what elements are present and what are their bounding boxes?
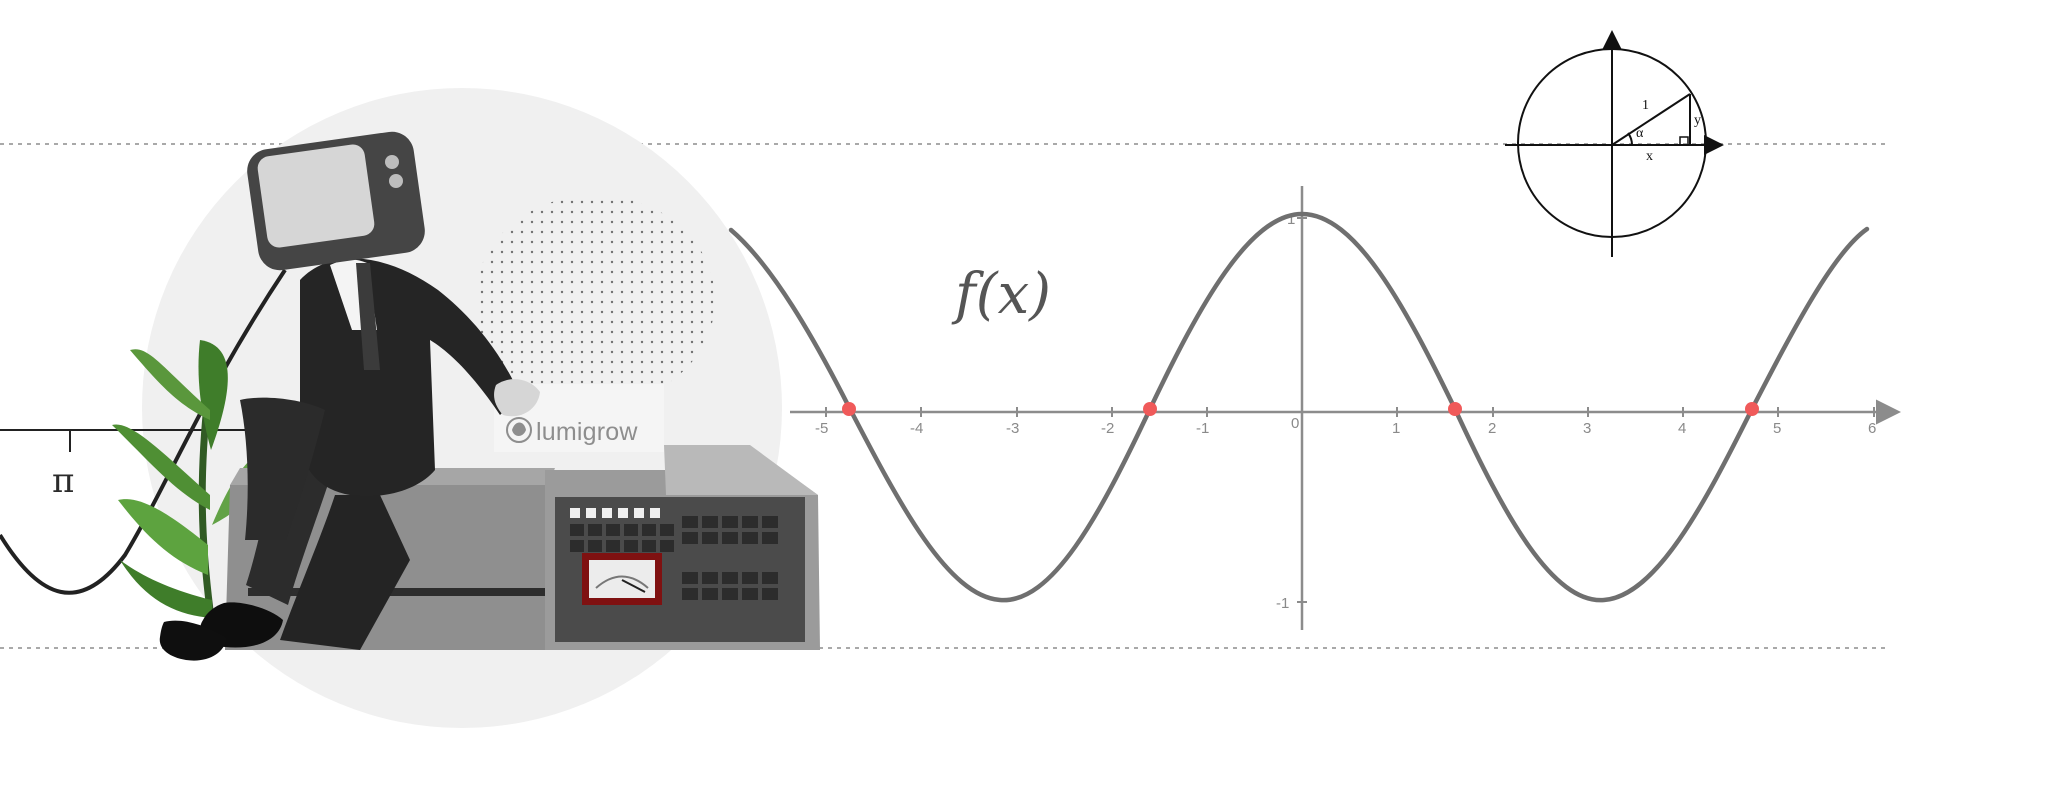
- pi-label: π: [52, 461, 74, 501]
- unit-circle-radius-label: 1: [1642, 98, 1649, 113]
- x-tick-label-minus-4: -4: [910, 420, 923, 437]
- retro-tv-icon: [247, 131, 425, 271]
- zero-point-4: [1745, 402, 1759, 416]
- x-tick-label-minus-2: -2: [1101, 420, 1114, 437]
- unit-circle-angle-label: α: [1636, 126, 1644, 141]
- zero-point-3: [1448, 402, 1462, 416]
- x-tick-label-minus-1: -1: [1196, 420, 1209, 437]
- x-tick-label-3: 3: [1583, 420, 1591, 437]
- x-ticks: [825, 407, 1875, 417]
- x-tick-label-minus-3: -3: [1006, 420, 1019, 437]
- x-tick-label-6: 6: [1868, 420, 1876, 437]
- zero-point-1: [842, 402, 856, 416]
- x-tick-label-1: 1: [1392, 420, 1400, 437]
- panel-buttons: [570, 508, 778, 600]
- x-tick-label-2: 2: [1488, 420, 1496, 437]
- x-tick-label-4: 4: [1678, 420, 1686, 437]
- dot-texture: [475, 195, 715, 405]
- x-tick-label-0: 0: [1291, 415, 1299, 432]
- unit-circle-right-angle: [1679, 136, 1689, 146]
- unit-circle-radius: [1611, 93, 1691, 146]
- left-cosine-wave: [0, 268, 287, 595]
- x-tick-label-minus-5: -5: [815, 420, 828, 437]
- unit-circle-angle-arc: [1627, 132, 1633, 146]
- cosine-graph: -5 -4 -3 -2 -1 0 1 2 3 4 5 6 1 -1: [728, 186, 1901, 630]
- x-tick-label-5: 5: [1773, 420, 1781, 437]
- y-tick-label-1: 1: [1287, 211, 1295, 228]
- unit-circle-y-label: y: [1694, 113, 1701, 128]
- brand-name: lumigrow: [536, 418, 638, 446]
- function-label: f(x): [951, 262, 1051, 327]
- unit-circle-x-label: x: [1646, 149, 1653, 164]
- analog-meter-icon: [582, 553, 662, 605]
- unit-circle-diagram: 1 α x y: [1505, 30, 1724, 257]
- leaf-logo-icon: [506, 417, 532, 443]
- y-tick-label-minus-1: -1: [1276, 595, 1289, 612]
- zero-point-2: [1143, 402, 1157, 416]
- cosine-curve: [728, 211, 1870, 603]
- tv-head-man-illustration: [159, 131, 540, 661]
